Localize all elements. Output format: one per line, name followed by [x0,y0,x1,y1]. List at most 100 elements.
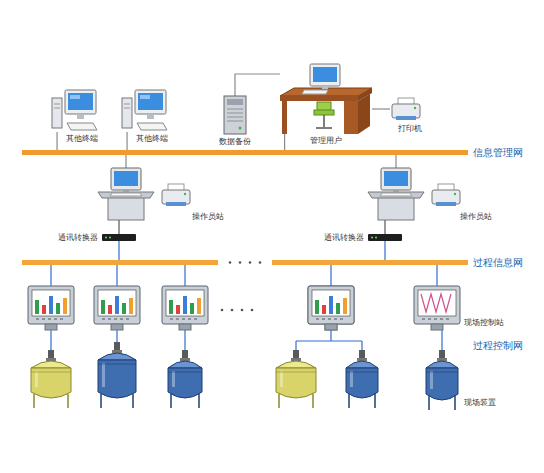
operator-console-icon-part [380,193,412,196]
control-station-icon-part [343,298,347,314]
computer-icon-part [124,104,130,105]
operator-console-icon-part [368,192,424,198]
operator-console-icon-part [98,192,154,198]
device-caption: 现场控制站 [464,318,504,328]
server-icon-part [227,121,243,122]
computer-icon-part [65,90,96,114]
switch-icon [102,234,136,241]
operator-console-icon-part [114,171,138,186]
reactor-vessel-icon-part [430,371,433,389]
backup-server-shape [220,96,250,134]
reactor-vessel-icon-part [98,353,136,360]
control-station-icon-part [35,300,39,314]
control-station-icon-part [315,300,319,314]
control-station-icon-part [340,318,343,320]
reactor-vessel-icon [98,342,136,408]
printer-icon-part [166,202,186,206]
operator-console-icon-part [378,196,414,220]
operator-station: 操作员站 [98,168,154,220]
operator-console-icon-part [110,193,142,196]
switch-icon-part [375,237,377,239]
control-station-icon-part [94,286,140,324]
ellipsis-dot [231,309,234,312]
control-station-icon-part [108,305,112,314]
control-station-icon-part [98,290,136,316]
field-device: 现场装置 [424,350,460,410]
reactor-vessel-icon-part [98,364,136,365]
control-station-icon-part [114,318,117,320]
control-station-icon-part [169,300,173,314]
control-station-icon-part [418,290,456,316]
comm-converter-shape [102,234,136,241]
network-link [436,265,437,286]
operator-console-icon-part [123,190,129,192]
control-station-shape [414,286,460,330]
control-station-icon-part [170,318,173,320]
computer-icon-part [140,95,150,99]
control-station-icon-part [328,318,331,320]
reactor-vessel-icon-part [439,350,445,359]
reactor-vessel-icon-part [348,394,350,408]
control-station-icon-part [101,300,105,314]
network-link [384,220,385,234]
control-station-icon-part [194,318,197,320]
terminal: 其他终端 [52,88,98,132]
comm-converter: 通讯转换器 [102,234,136,241]
field-wire [330,265,331,286]
control-station-icon-part [343,298,347,314]
desk-icon-part [314,110,334,115]
control-station-icon-part [316,318,319,320]
operator-station-shape [368,168,424,220]
network-link [441,330,442,350]
control-station-icon-part [176,305,180,314]
control-station-icon-part [414,286,460,324]
reactor-vessel-icon-part [426,372,458,373]
switch-icon-part [105,237,107,239]
control-station-icon-part [162,286,208,324]
reactor-vessel-icon-part [168,372,202,373]
control-station-icon-part [322,318,325,320]
reactor-vessel-icon-part [98,360,136,398]
desk-icon-part [310,64,340,86]
reactor-vessel-icon-part [428,396,430,410]
desk-icon [280,64,372,134]
network-link [384,241,385,260]
field-device-shape [424,350,460,410]
reactor-vessel-icon-part [182,350,188,359]
computer-icon-part [122,98,132,128]
computer-icon-part [138,93,163,110]
printer-icon-part [392,104,420,118]
printer-icon-part [184,193,186,195]
terminal-shape [122,88,168,132]
printer-icon-part [414,107,416,109]
control-station-icon-part [126,318,129,320]
reactor-vessel-icon-part [170,394,172,408]
control-station-icon [162,286,208,330]
control-station-icon-part [122,303,126,314]
reactor-vessel-icon-part [278,394,280,408]
reactor-vessel-icon-part [359,350,365,359]
control-station-icon-part [312,290,350,316]
operator-station-shape [98,168,154,220]
control-station-icon-part [176,318,179,320]
control-station-icon-part [322,305,326,314]
field-wire [116,265,117,286]
network-bus-part [22,260,218,265]
computer-icon-part [54,104,60,105]
switch-icon-part [109,237,111,239]
reactor-vessel-icon-part [276,361,316,368]
management-desk-shape [280,62,372,134]
control-station-icon-part [188,318,191,320]
server-icon-part [227,99,243,105]
control-station-icon-part [182,318,185,320]
control-station-icon-part [166,290,204,316]
printer-icon-part [396,116,416,120]
reactor-vessel-icon-part [31,372,71,373]
control-station-icon-part [36,318,39,320]
control-station-icon-part [102,318,105,320]
control-station-icon-part [45,324,57,330]
operator-console-icon-part [111,168,141,190]
switch-icon-part [368,234,402,241]
reactor-vessel-icon [168,350,202,408]
control-station-icon-part [115,296,119,314]
